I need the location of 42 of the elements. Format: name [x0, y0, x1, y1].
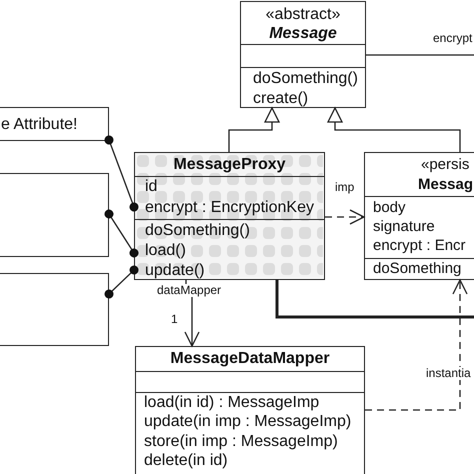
leader-line [104, 136, 138, 212]
class-box [135, 346, 365, 474]
attribute-text: body [373, 200, 406, 216]
leader-line [104, 266, 138, 298]
method-text: create() [253, 90, 308, 108]
edge-label: dataMapper [156, 284, 222, 298]
method-text: delete(in id) [144, 452, 228, 470]
note-box [0, 107, 109, 141]
attribute-text: signature [373, 218, 435, 236]
class-box [134, 152, 325, 280]
method-text: store(in imp : MessageImp) [144, 433, 338, 451]
class-name: MessageDataMapper [170, 350, 330, 368]
method-text: doSomething() [145, 222, 250, 240]
generalization-arrow [228, 107, 280, 152]
edge-label: encrypt [432, 32, 474, 46]
method-text: doSomething() [253, 70, 358, 88]
dependency-arrow [325, 209, 365, 225]
attribute-text: encrypt : Encr [373, 238, 466, 254]
generalization-arrow [327, 107, 461, 152]
dependency-arrow [365, 279, 468, 411]
note-box [0, 173, 109, 257]
attribute-text: id [145, 178, 158, 196]
association-line [276, 280, 474, 318]
class-box [364, 152, 474, 280]
note-box [0, 273, 109, 346]
method-text: load(in id) : MessageImp [144, 394, 320, 412]
association-line [366, 54, 474, 56]
attribute-text: encrypt : EncryptionKey [145, 199, 314, 217]
method-text: update() [145, 262, 205, 280]
class-name: MessageProxy [173, 156, 286, 174]
class-name: Message [269, 25, 337, 43]
leader-line [104, 210, 138, 258]
note-text: e Attribute! [1, 116, 78, 134]
edge-label: imp [334, 181, 356, 194]
edge-label: instantia [425, 367, 472, 380]
class-box [240, 1, 366, 108]
method-text: doSomething [373, 260, 462, 278]
method-text: load() [145, 242, 186, 260]
class-name: Messag [418, 176, 474, 194]
method-text: update(in imp : MessageImp) [144, 413, 352, 431]
stereotype-label: «abstract» [266, 6, 340, 24]
stereotype-label: «persis [421, 156, 470, 174]
